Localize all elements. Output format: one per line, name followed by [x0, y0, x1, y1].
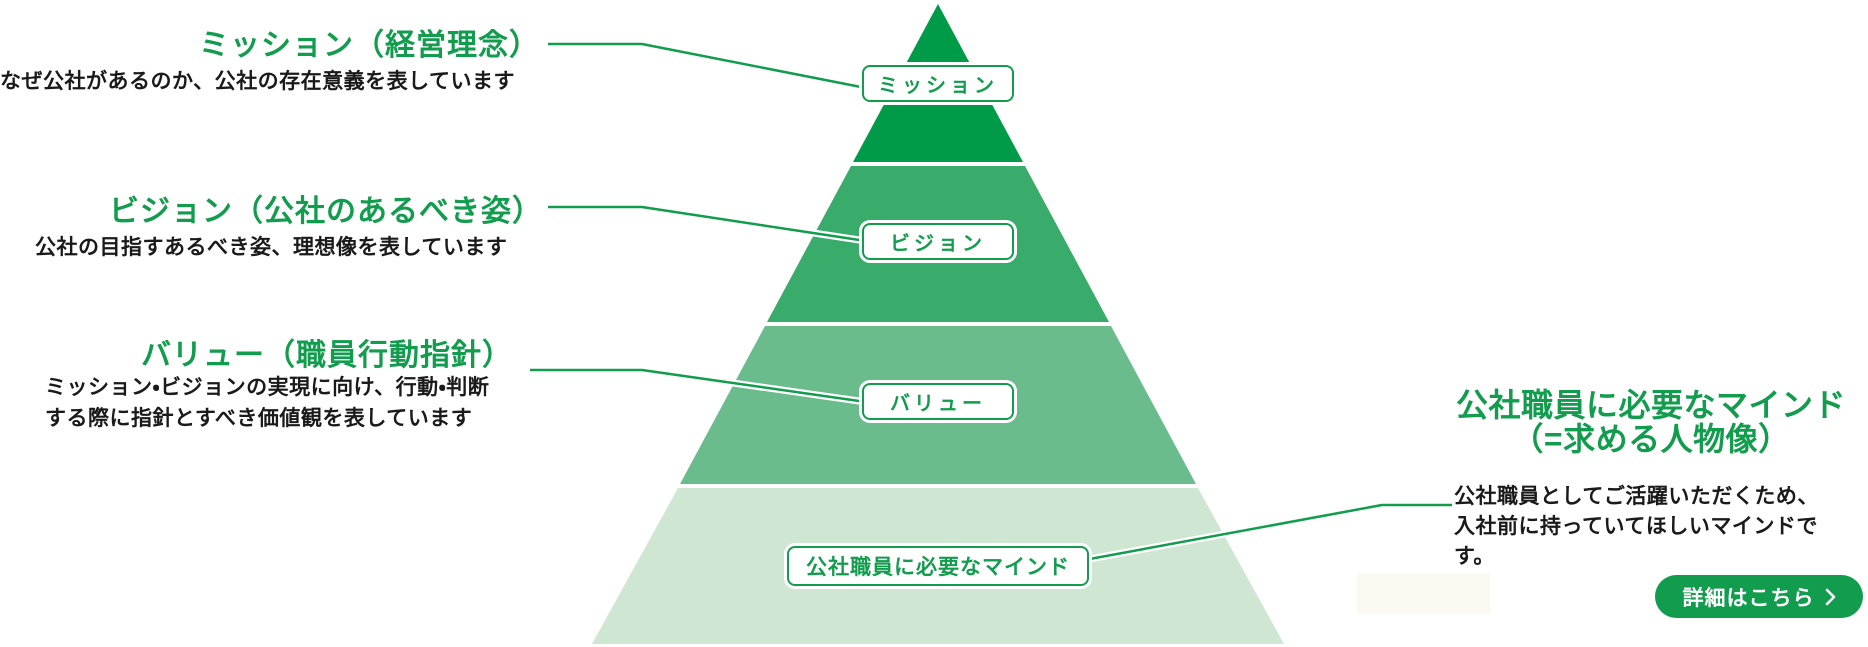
pyramid-label-mission: ミッション [862, 65, 1014, 102]
vision-heading: ビジョン（公社のあるべき姿） [109, 195, 543, 228]
connector-line-mission [548, 42, 867, 90]
highlight-box [1357, 573, 1490, 614]
detail-button[interactable]: 詳細はこちら [1655, 575, 1863, 618]
mission-description-line: なぜ公社があるのか、公社の存在意義を表しています [0, 70, 515, 93]
connector-line-value [530, 368, 867, 404]
mind-heading-line-1: 公社職員に必要なマインド [1455, 387, 1846, 423]
chevron-right-icon [1825, 588, 1835, 605]
value-description-line-1: ミッション・ビジョンの実現に向け、行動・判断 [45, 376, 490, 399]
vision-description-line: 公社の目指すあるべき姿、理想像を表しています [35, 236, 508, 259]
connector-line-vision [548, 205, 867, 243]
mind-description-line-2: 入社前に持っていてほしいマインドで [1454, 515, 1818, 538]
pyramid-label-vision: ビジョン [862, 223, 1014, 260]
mind-description-line-3: す。 [1454, 545, 1495, 568]
mission-heading: ミッション（経営理念） [199, 29, 540, 62]
mind-heading: 公社職員に必要なマインド （=求める人物像） [1434, 388, 1868, 456]
value-heading: バリュー（職員行動指針） [141, 339, 513, 372]
mission-description: なぜ公社があるのか、公社の存在意義を表しています [0, 66, 515, 97]
pyramid-label-value: バリュー [862, 383, 1014, 420]
detail-button-label: 詳細はこちら [1682, 586, 1815, 610]
connector-line-mind [1067, 503, 1452, 565]
mind-heading-line-2: （=求める人物像） [1511, 421, 1791, 457]
pyramid-label-mind: 公社職員に必要なマインド [787, 546, 1089, 586]
mind-description: 公社職員としてご活躍いただくため、 入社前に持っていてほしいマインドで す。 [1454, 482, 1819, 572]
vision-description: 公社の目指すあるべき姿、理想像を表しています [35, 232, 507, 263]
value-description-line-2: する際に指針とすべき価値観を表しています [45, 407, 473, 430]
value-description: ミッション・ビジョンの実現に向け、行動・判断 する際に指針とすべき価値観を表して… [45, 372, 489, 434]
mind-description-line-1: 公社職員としてご活躍いただくため、 [1454, 485, 1819, 508]
